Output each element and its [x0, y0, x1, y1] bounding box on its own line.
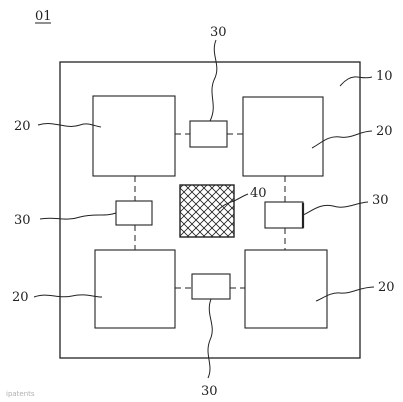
leader-connector-left [39, 212, 117, 220]
leader-module-top-right [311, 130, 373, 149]
module-bottom-left [94, 249, 176, 329]
dashed-connections [134, 133, 286, 289]
module-bottom-right [244, 249, 328, 329]
label-connector-right: 30 [372, 193, 389, 208]
module-top-left [92, 95, 176, 177]
leader-module-bottom-left [33, 294, 103, 298]
leader-connector-bottom [207, 298, 213, 379]
label-connector-top: 30 [210, 25, 227, 40]
watermark: ipatents [6, 390, 35, 398]
label-module-bottom-left: 20 [12, 290, 29, 305]
connector-right [264, 201, 304, 229]
connector-left [115, 200, 153, 226]
leader-module-bottom-right [315, 286, 375, 302]
leader-outer-box [339, 76, 373, 87]
outer-box [59, 61, 361, 359]
label-center-block: 40 [250, 186, 267, 201]
label-outer-box: 10 [376, 69, 393, 84]
leader-module-top-left [37, 123, 102, 128]
label-connector-left: 30 [14, 213, 31, 228]
module-top-right [242, 96, 324, 177]
center-block [179, 184, 235, 238]
label-connector-bottom: 30 [201, 384, 218, 399]
connector-bottom [191, 273, 231, 300]
label-module-top-right: 20 [376, 124, 393, 139]
label-module-top-left: 20 [14, 119, 31, 134]
leader-connector-top [209, 39, 218, 122]
label-module-bottom-right: 20 [378, 280, 395, 295]
leader-center-block [217, 193, 249, 211]
leader-connector-right [302, 201, 369, 216]
connector-top [189, 120, 228, 148]
leader-lines [33, 39, 375, 379]
figure-label: 01 [35, 9, 52, 24]
